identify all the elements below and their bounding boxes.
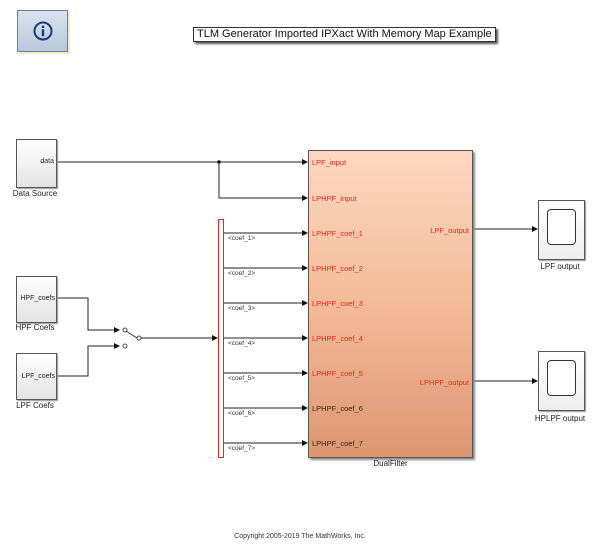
hpf-coefs-port-label: HPF_coefs: [20, 295, 55, 302]
hpf-signal-line[interactable]: [56, 297, 120, 333]
input-port-lphpf-coef-7: LPHPF_coef_7: [312, 439, 363, 448]
lpf-coefs-port-label: LPF_coefs: [21, 373, 55, 380]
data-signal-line[interactable]: [56, 159, 308, 201]
bus-signal-label: <coef_6>: [228, 410, 256, 417]
input-port-lphpf-coef-5: LPHPF_coef_5: [312, 369, 363, 378]
lpf-output-scope-label: LPF output: [540, 262, 580, 271]
model-title: TLM Generator Imported IPXact With Memor…: [193, 27, 496, 42]
output-port-lphpf-output: LPHPF_output: [419, 378, 469, 387]
hplpf-output-scope-label: HPLPF output: [534, 414, 586, 423]
manual-switch[interactable]: [122, 327, 142, 349]
input-port-lphpf-input: LPHPF_input: [312, 194, 357, 203]
bus-selector[interactable]: [218, 219, 224, 458]
scope-screen-icon: [547, 360, 576, 396]
dual-filter-label: DualFilter: [373, 459, 408, 468]
lpf-coefs-block[interactable]: LPF_coefs: [16, 353, 57, 400]
input-port-lphpf-coef-6: LPHPF_coef_6: [312, 404, 363, 413]
lpf-output-scope[interactable]: [538, 200, 585, 260]
bus-signal-label: <coef_5>: [228, 375, 256, 382]
data-source-block[interactable]: data: [16, 139, 57, 188]
data-source-port-label: data: [40, 158, 54, 165]
scope-screen-icon: [547, 209, 576, 245]
lpf-coefs-label: LPF Coefs: [16, 401, 54, 410]
bus-signal-label: <coef_7>: [228, 445, 256, 452]
output-port-lpf-output: LPF_output: [430, 226, 469, 235]
input-port-lphpf-coef-3: LPHPF_coef_3: [312, 299, 363, 308]
hpf-coefs-label: HPF Coefs: [15, 323, 55, 332]
bus-signal-label: <coef_4>: [228, 340, 256, 347]
data-source-label: Data Source: [12, 189, 58, 198]
info-button[interactable]: [17, 10, 68, 52]
info-icon: [33, 21, 52, 41]
copyright-text: Copyright 2005-2019 The MathWorks, Inc.: [234, 533, 366, 540]
bus-signal-label: <coef_1>: [228, 235, 256, 242]
input-port-lphpf-coef-1: LPHPF_coef_1: [312, 229, 363, 238]
hplpf-output-scope[interactable]: [538, 351, 585, 411]
input-port-lphpf-coef-2: LPHPF_coef_2: [312, 264, 363, 273]
lpf-signal-line[interactable]: [56, 343, 120, 377]
input-port-lphpf-coef-4: LPHPF_coef_4: [312, 334, 363, 343]
bus-signal-label: <coef_2>: [228, 270, 256, 277]
hpf-coefs-block[interactable]: HPF_coefs: [16, 276, 57, 323]
bus-signal-label: <coef_3>: [228, 305, 256, 312]
input-port-lpf-input: LPF_input: [312, 158, 347, 167]
